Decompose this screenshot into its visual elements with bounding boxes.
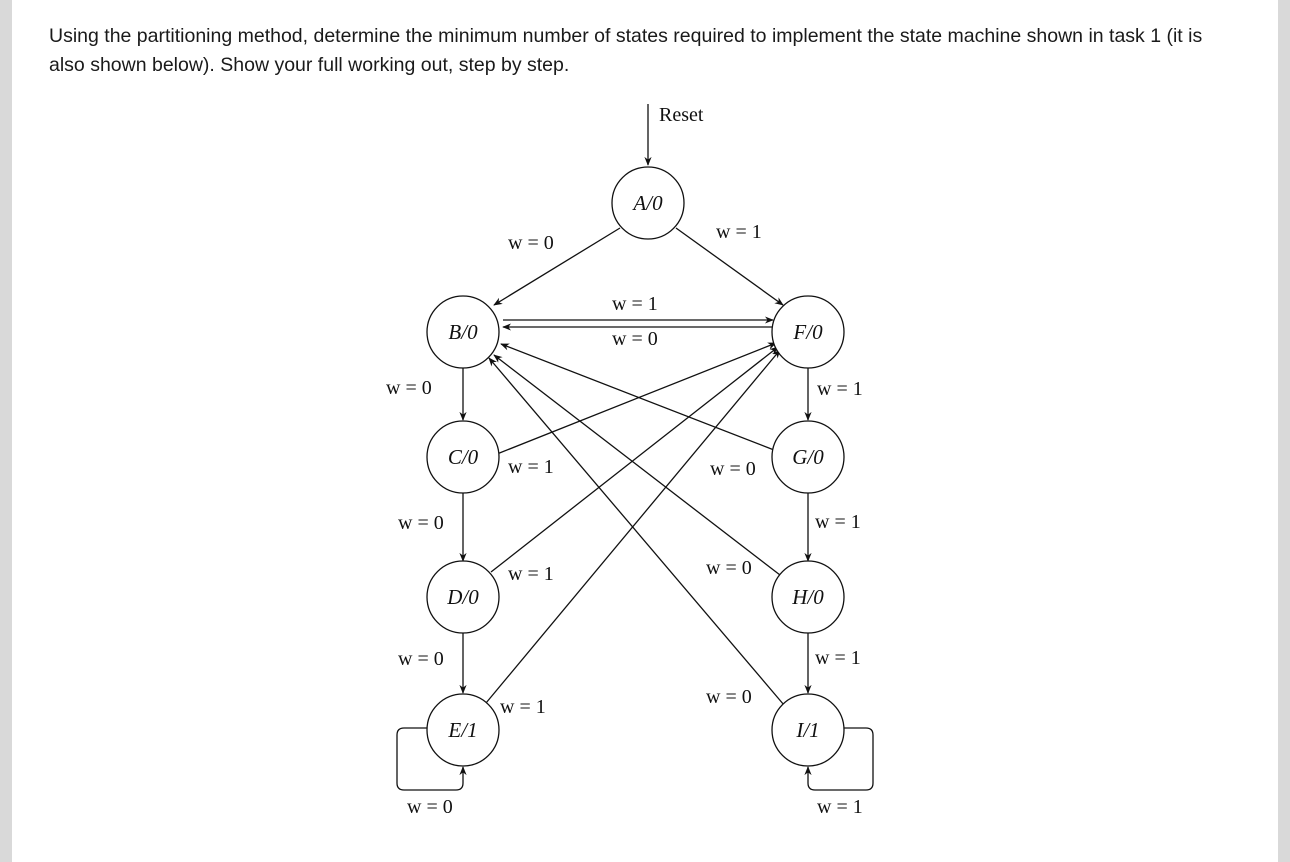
state-b-label: B/0 xyxy=(448,320,478,344)
edge-label-f-b: w = 0 xyxy=(612,328,658,350)
state-h-label: H/0 xyxy=(791,585,824,609)
edge-i-to-b xyxy=(488,357,785,706)
edge-label-f-g: w = 1 xyxy=(817,378,863,400)
edge-c-to-f xyxy=(496,342,777,455)
state-a: A/0 xyxy=(611,166,685,240)
edge-label-g-b: w = 0 xyxy=(710,458,756,480)
state-h: H/0 xyxy=(771,560,845,634)
state-f: F/0 xyxy=(771,295,845,369)
edge-e-self-loop xyxy=(396,727,467,791)
document-page xyxy=(12,0,1278,862)
edge-label-b-f: w = 1 xyxy=(612,293,658,315)
state-f-label: F/0 xyxy=(792,320,823,344)
state-c-label: C/0 xyxy=(448,445,479,469)
edge-label-h-b: w = 0 xyxy=(706,557,752,579)
state-g: G/0 xyxy=(771,420,845,494)
edge-label-a-b: w = 0 xyxy=(508,232,554,254)
edge-label-g-h: w = 1 xyxy=(815,511,861,533)
edge-label-i-b: w = 0 xyxy=(706,686,752,708)
edge-label-a-f: w = 1 xyxy=(716,221,762,243)
state-e-label: E/1 xyxy=(447,718,477,742)
edge-label-c-f: w = 1 xyxy=(508,456,554,478)
state-d: D/0 xyxy=(426,560,500,634)
state-e: E/1 xyxy=(426,693,500,767)
state-a-label: A/0 xyxy=(631,191,663,215)
edge-d-to-f xyxy=(490,346,779,573)
edge-a-to-f xyxy=(675,227,784,306)
state-i: I/1 xyxy=(771,693,845,767)
state-g-label: G/0 xyxy=(792,445,824,469)
edge-label-h-i: w = 1 xyxy=(815,647,861,669)
state-b: B/0 xyxy=(426,295,500,369)
question-text: Using the partitioning method, determine… xyxy=(49,25,1203,76)
edge-i-self-loop xyxy=(804,727,874,791)
edge-label-d-f: w = 1 xyxy=(508,563,554,585)
edge-h-to-b xyxy=(493,354,781,576)
state-d-label: D/0 xyxy=(446,585,479,609)
edge-g-to-b xyxy=(500,343,775,451)
edge-label-d-e: w = 0 xyxy=(398,648,444,670)
edge-label-i-i: w = 1 xyxy=(817,796,863,818)
edge-a-to-b xyxy=(493,227,621,306)
edge-label-b-c: w = 0 xyxy=(386,377,432,399)
edge-label-e-f: w = 1 xyxy=(500,696,546,718)
state-i-label: I/1 xyxy=(795,718,819,742)
edge-label-c-d: w = 0 xyxy=(398,512,444,534)
reset-label: Reset xyxy=(659,104,704,126)
edge-label-e-e: w = 0 xyxy=(407,796,453,818)
state-c: C/0 xyxy=(426,420,500,494)
